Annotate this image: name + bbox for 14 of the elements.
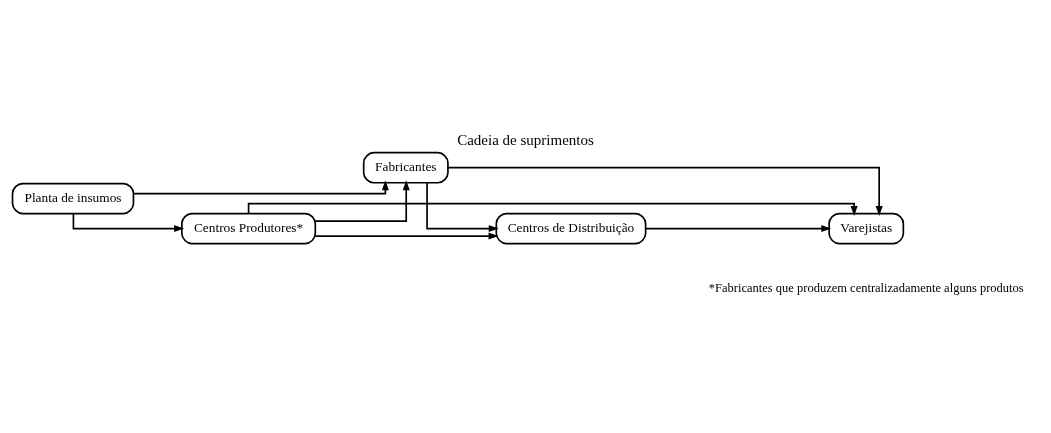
arrow	[314, 232, 499, 240]
arrow	[314, 180, 410, 222]
node-box: Fabricantes	[362, 151, 449, 184]
arrow	[645, 225, 832, 233]
node-box: Varejistas	[828, 212, 905, 245]
label: *Fabricantes que produzem centralizadamente alguns produtos	[708, 280, 1024, 295]
diagram-title: Cadeia de suprimentos	[457, 131, 594, 148]
arrow	[426, 181, 499, 233]
arrow	[132, 180, 389, 195]
node-box: Planta de insumos	[11, 182, 135, 215]
node-box: Centros Produtores*	[181, 212, 317, 245]
node-box: Centros de Distribuição	[495, 212, 647, 245]
arrow	[447, 166, 883, 217]
arrow	[247, 202, 858, 216]
